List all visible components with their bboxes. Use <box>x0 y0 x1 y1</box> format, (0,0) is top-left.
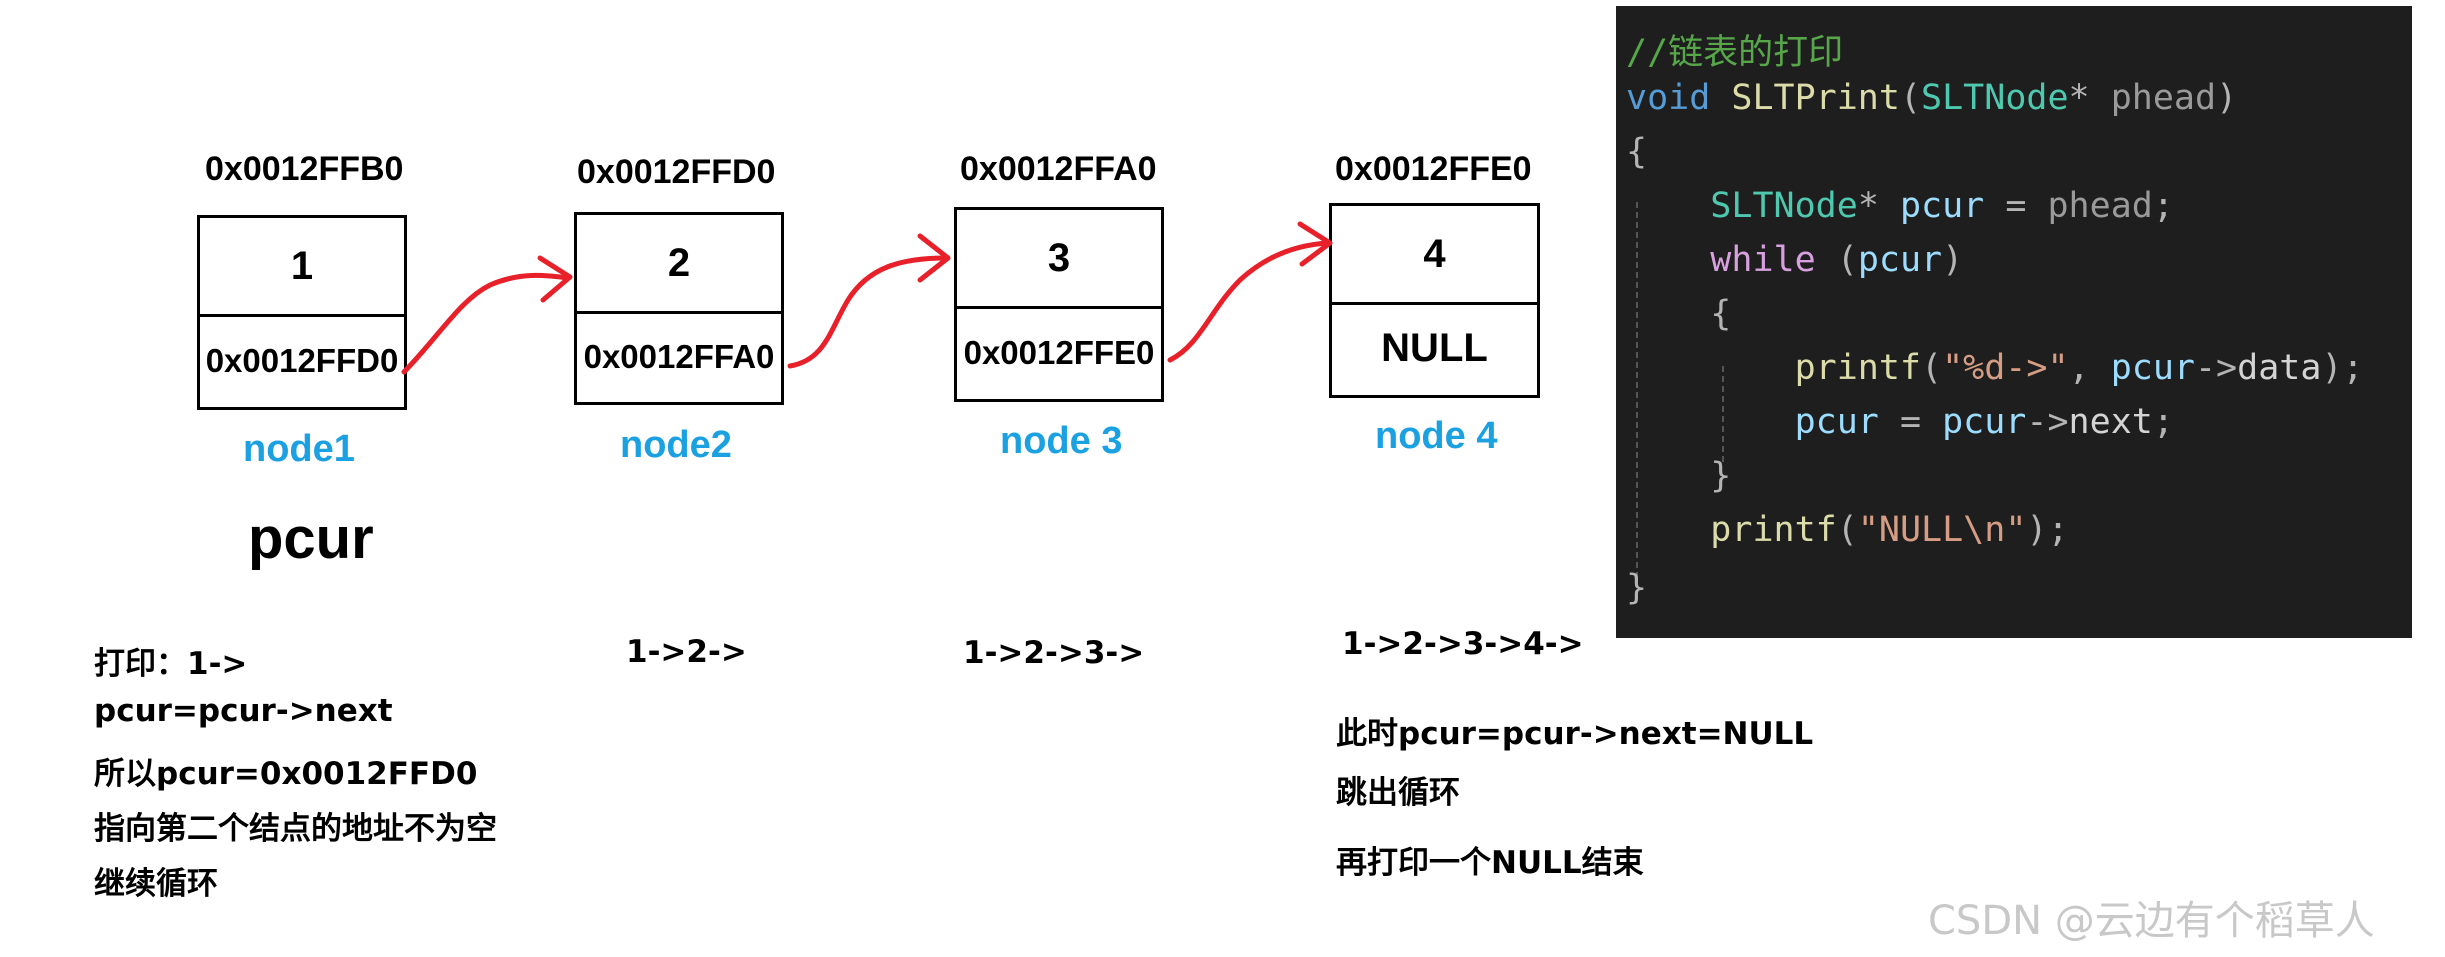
code-semi-2: ; <box>2152 402 2174 442</box>
code-fmt-str: "%d->" <box>1942 348 2069 388</box>
code-line-6: { <box>1626 294 1731 334</box>
code-type-2: SLTNode <box>1710 186 1858 226</box>
code-null-str: "NULL\n" <box>1857 510 2027 550</box>
code-type: SLTNode <box>1921 78 2069 118</box>
node4-data: 4 <box>1332 206 1537 305</box>
node3-data: 3 <box>957 210 1161 309</box>
code-line-11: } <box>1626 568 1647 608</box>
node4-next: NULL <box>1381 326 1488 370</box>
note-end-line2: 跳出循环 <box>1336 775 1460 811</box>
code-rparen: ) <box>2216 78 2238 118</box>
code-pcur-assign: pcur <box>1794 402 1879 442</box>
code-comma: , <box>2068 348 2111 388</box>
note-end-line3: 再打印一个NULL结束 <box>1336 845 1644 881</box>
code-while-brace-close: } <box>1710 456 1732 496</box>
note-step1-line5: 继续循环 <box>94 866 218 902</box>
arrow-node2-to-node3 <box>787 255 949 369</box>
code-eq: = <box>1984 186 2048 226</box>
code-line-7: printf("%d->", pcur->data); <box>1626 348 2364 388</box>
code-line-3: { <box>1626 132 1647 172</box>
code-line-2: void SLTPrint(SLTNode* phead) <box>1626 78 2237 118</box>
code-brace-close: } <box>1626 568 1648 608</box>
code-void: void <box>1626 78 1711 118</box>
node1-box: 1 0x0012FFD0 <box>197 215 407 410</box>
code-field-data: data <box>2237 348 2322 388</box>
node2-label: node2 <box>620 424 732 466</box>
node4-address: 0x0012FFE0 <box>1335 150 1532 188</box>
code-printf-2-end: ); <box>2026 510 2069 550</box>
node2-next: 0x0012FFA0 <box>583 337 775 375</box>
code-line-5: while (pcur) <box>1626 240 1963 280</box>
node4-label: node 4 <box>1375 415 1498 457</box>
node2-data: 2 <box>577 215 781 314</box>
code-arrow-1: -> <box>2194 348 2238 388</box>
code-param: phead <box>2110 78 2217 118</box>
note-step4: 1->2->3->4-> <box>1342 626 1584 662</box>
node1-address: 0x0012FFB0 <box>205 150 404 188</box>
code-printf-2: printf <box>1710 510 1837 550</box>
note-step1-line1: 打印：1-> <box>94 646 248 682</box>
note-step2: 1->2-> <box>626 634 747 670</box>
code-pcur-decl: pcur <box>1899 186 1985 226</box>
node2-box: 2 0x0012FFA0 <box>574 212 784 405</box>
code-pcur-rhs: pcur <box>1942 402 2027 442</box>
node4-box: 4 NULL <box>1329 203 1540 398</box>
indent-guide-1 <box>1636 202 1638 578</box>
note-end-line1: 此时pcur=pcur->next=NULL <box>1336 716 1814 752</box>
arrow-head-1 <box>537 255 573 303</box>
code-arrow-2: -> <box>2026 402 2069 442</box>
code-while-brace-open: { <box>1710 294 1732 334</box>
code-line-8: pcur = pcur->next; <box>1626 402 2174 442</box>
node3-next: 0x0012FFE0 <box>963 333 1155 371</box>
node1-data: 1 <box>200 218 404 317</box>
code-semi: ; <box>2152 186 2174 226</box>
code-printf-1-end: ); <box>2321 348 2364 388</box>
pcur-label: pcur <box>248 506 374 571</box>
node3-box: 3 0x0012FFE0 <box>954 207 1164 402</box>
code-eq-2: = <box>1878 402 1943 442</box>
node3-label: node 3 <box>1000 420 1123 462</box>
code-star: * <box>2068 78 2090 118</box>
code-line-1: //链表的打印 <box>1626 24 1843 75</box>
node1-label: node1 <box>243 428 355 470</box>
code-pcur-data: pcur <box>2110 348 2195 388</box>
code-fn-name: SLTPrint <box>1731 78 1900 118</box>
note-step3: 1->2->3-> <box>963 635 1145 671</box>
code-field-next: next <box>2068 402 2153 442</box>
arrow-node3-to-node4 <box>1167 240 1331 363</box>
code-while-pcur: pcur <box>1857 240 1943 280</box>
code-line-10: printf("NULL\n"); <box>1626 510 2069 550</box>
code-line-9: } <box>1626 456 1731 496</box>
code-comment: //链表的打印 <box>1626 33 1844 73</box>
indent-guide-2 <box>1722 366 1724 462</box>
code-panel: //链表的打印 void SLTPrint(SLTNode* phead) { … <box>1616 6 2412 638</box>
code-line-4: SLTNode* pcur = phead; <box>1626 186 2174 226</box>
code-phead: phead <box>2047 186 2153 226</box>
watermark: CSDN @云边有个稻草人 <box>1928 898 2375 944</box>
code-printf-1: printf <box>1794 348 1922 388</box>
code-brace-open: { <box>1626 132 1648 172</box>
code-star-2: * <box>1857 186 1879 226</box>
node3-address: 0x0012FFA0 <box>960 150 1157 188</box>
code-while-rparen: ) <box>1942 240 1964 280</box>
code-lparen: ( <box>1899 78 1922 118</box>
note-step1-line4: 指向第二个结点的地址不为空 <box>94 811 497 847</box>
node1-next: 0x0012FFD0 <box>205 341 399 379</box>
note-step1-line2: pcur=pcur->next <box>94 693 393 729</box>
code-while: while <box>1710 240 1816 280</box>
arrow-head-3 <box>1297 221 1333 267</box>
code-printf-1-lparen: ( <box>1921 348 1943 388</box>
code-printf-2-lparen: ( <box>1836 510 1858 550</box>
note-step1-line3: 所以pcur=0x0012FFD0 <box>94 756 478 792</box>
code-while-lparen: ( <box>1815 240 1858 280</box>
node2-address: 0x0012FFD0 <box>577 153 776 191</box>
arrow-node1-to-node2 <box>401 272 571 375</box>
arrow-head-2 <box>917 233 951 283</box>
